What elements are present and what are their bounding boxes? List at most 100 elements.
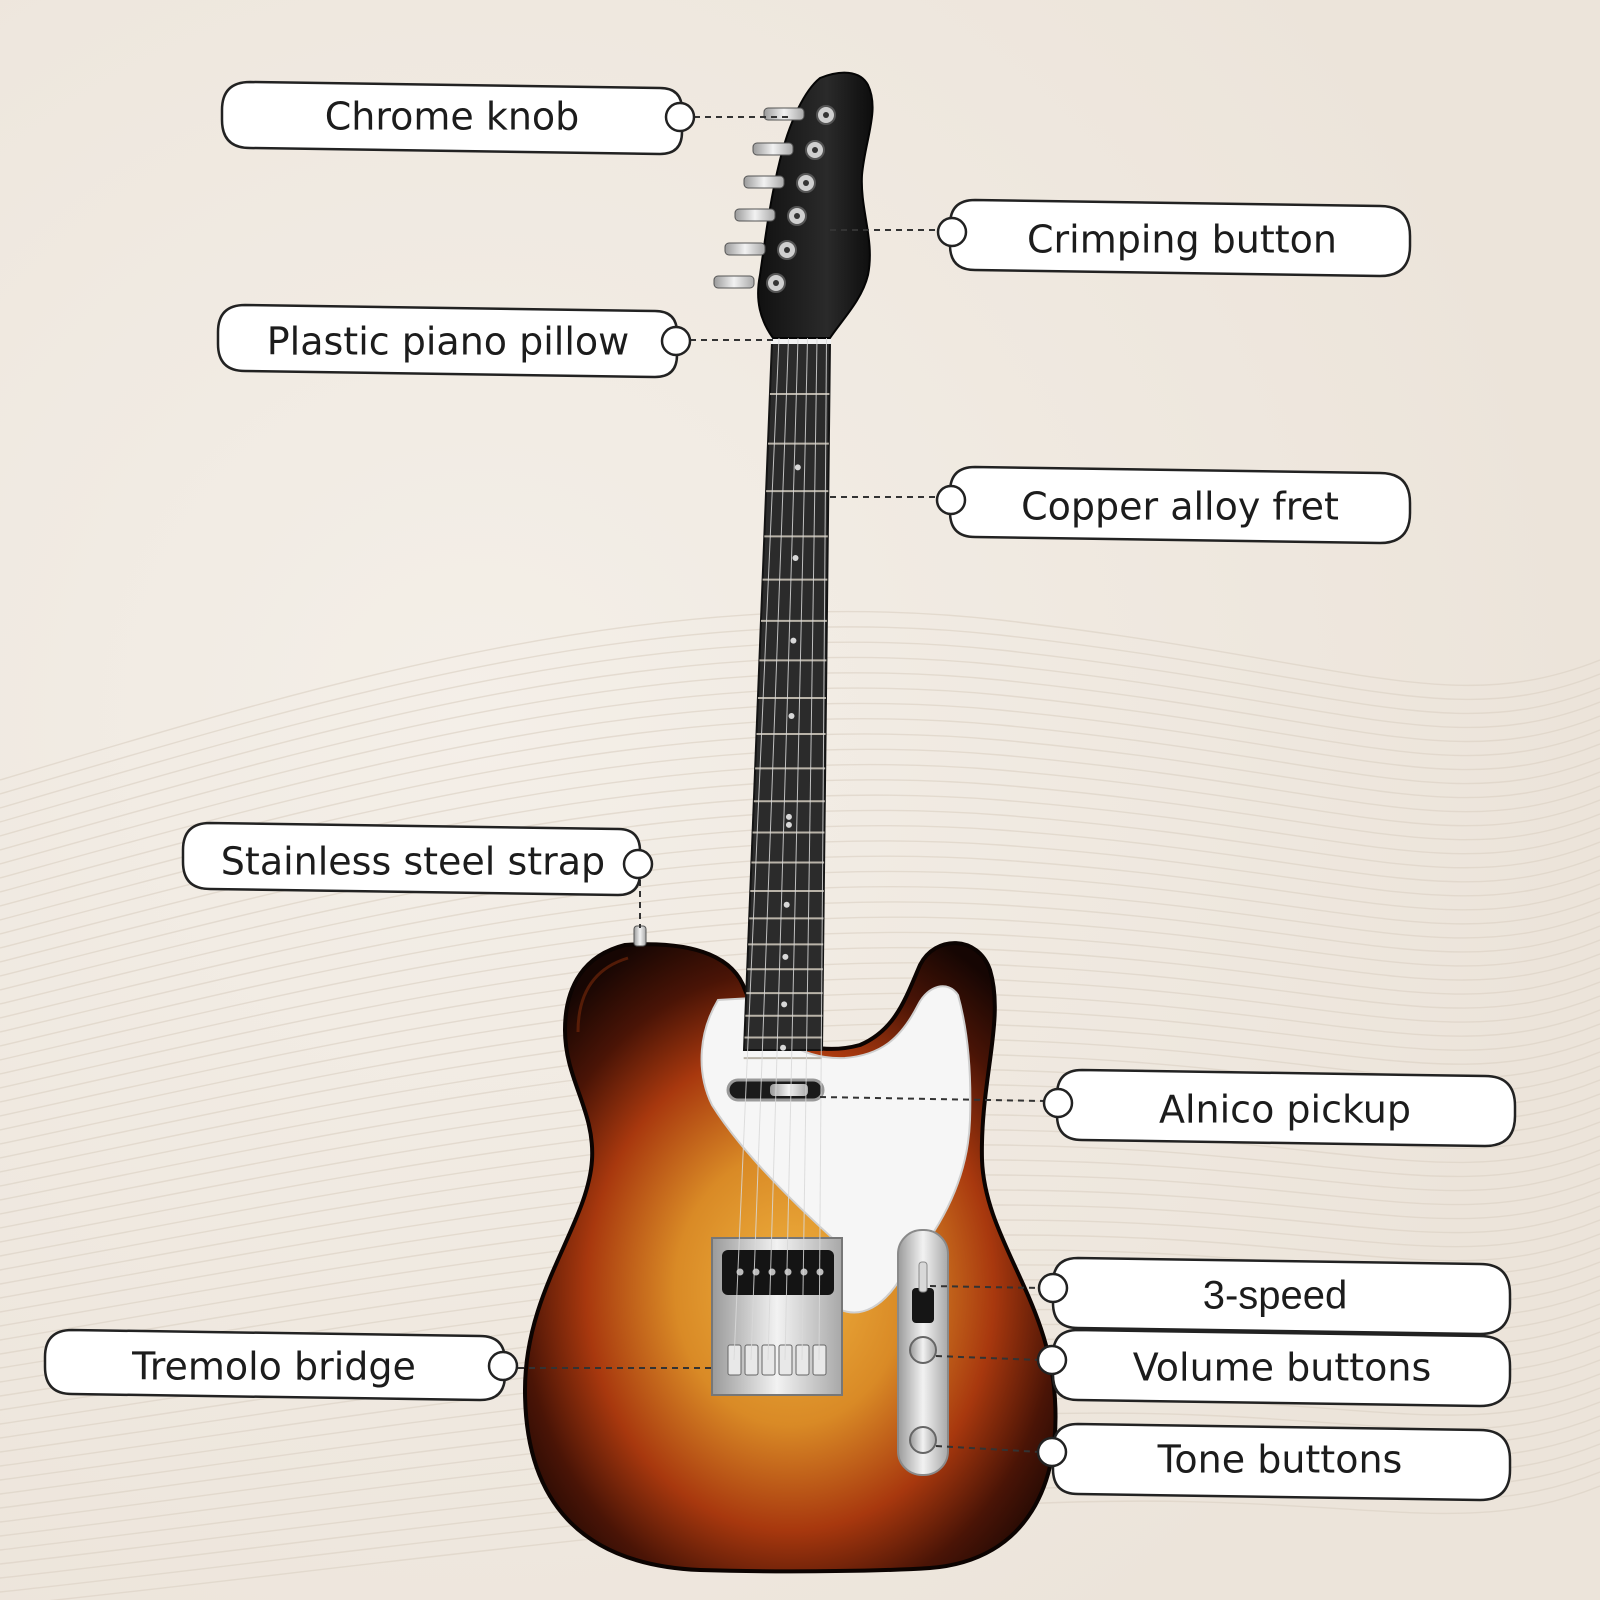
inlay-dot <box>783 901 790 908</box>
callout-label: Copper alloy fret <box>1021 485 1339 529</box>
callout-label: Alnico pickup <box>1159 1088 1411 1132</box>
bridge-pickup <box>722 1250 834 1295</box>
wave-line <box>0 901 1600 1047</box>
callout-label: Chrome knob <box>325 95 580 139</box>
connector-dot <box>660 325 692 357</box>
fret-inlays <box>780 464 801 1051</box>
inlay-dot <box>785 821 792 828</box>
inlay-dot <box>782 953 789 960</box>
label-box <box>948 465 1412 545</box>
callout-stainless-steel-strap: Stainless steel strap <box>181 821 654 928</box>
tuner-hole <box>784 247 790 253</box>
label-box <box>43 1328 507 1402</box>
headstock <box>757 71 874 339</box>
guitar <box>522 71 1058 1574</box>
tuner-key <box>763 107 805 121</box>
inlay-dot <box>790 637 797 644</box>
inlay-dot <box>780 1044 787 1051</box>
callout-label: 3-speed <box>1203 1274 1348 1318</box>
wave-line <box>0 672 1600 837</box>
callout-three-speed: 3-speed <box>929 1256 1512 1336</box>
inlay-dot <box>788 713 795 720</box>
connector-dot <box>487 1350 519 1382</box>
tuner-hole <box>803 180 809 186</box>
callout-label: Tone buttons <box>1157 1438 1403 1482</box>
label-box <box>181 821 642 897</box>
connector-dot <box>1036 1436 1068 1468</box>
connector-dot <box>936 216 968 248</box>
string <box>767 337 799 1361</box>
callout-chrome-knob: Chrome knob <box>220 80 790 156</box>
wave-line <box>0 610 1600 781</box>
pickup-pole <box>752 1268 760 1276</box>
wave-line <box>0 824 1600 977</box>
string <box>818 337 827 1361</box>
string <box>750 337 789 1361</box>
label-box <box>216 303 679 379</box>
callout-tone-buttons: Tone buttons <box>935 1422 1512 1502</box>
label-box <box>1055 1068 1517 1148</box>
body-binding <box>576 956 629 1033</box>
tuner-key <box>743 175 785 189</box>
callout-volume-buttons: Volume buttons <box>935 1328 1512 1408</box>
inlay-dot <box>792 555 799 562</box>
wave-line <box>0 931 1600 1075</box>
wave-line <box>0 718 1600 879</box>
label-box <box>948 198 1412 278</box>
callout-label: Stainless steel strap <box>221 840 605 884</box>
nut <box>771 336 831 344</box>
strap-button <box>633 925 647 947</box>
string <box>733 337 780 1361</box>
tuner-hole <box>823 112 829 118</box>
tone-knob <box>909 1426 937 1454</box>
wave-line <box>0 656 1600 823</box>
pickguard <box>700 985 972 1314</box>
wave-line <box>0 733 1600 893</box>
connector-dot <box>664 101 696 133</box>
wave-line <box>0 840 1600 991</box>
wave-line <box>0 702 1600 865</box>
tuner-key <box>724 242 766 256</box>
callout-label: Crimping button <box>1027 218 1337 262</box>
callout-tremolo-bridge: Tremolo bridge <box>43 1328 712 1402</box>
connector-dot <box>622 848 654 880</box>
wave-line <box>0 916 1600 1061</box>
callout-crimping-button: Crimping button <box>830 198 1412 278</box>
connector-dot <box>935 484 967 516</box>
strings <box>733 337 827 1361</box>
tuners <box>713 105 836 293</box>
wave-line <box>0 626 1600 795</box>
tuner-key <box>734 208 776 222</box>
inlay-dot <box>785 813 792 820</box>
pickup-pole <box>784 1268 792 1276</box>
wave-line <box>0 870 1600 1019</box>
tuner-hole <box>794 213 800 219</box>
string <box>801 337 818 1361</box>
wave-line <box>0 687 1600 851</box>
callout-plastic-piano-pillow: Plastic piano pillow <box>216 303 775 379</box>
wave-line <box>0 886 1600 1033</box>
selector-switch <box>912 1288 934 1323</box>
wave-line <box>0 809 1600 963</box>
pickup-pole <box>800 1268 808 1276</box>
callout-label: Plastic piano pillow <box>267 320 629 364</box>
connector-dot <box>1036 1344 1068 1376</box>
wave-line <box>0 855 1600 1005</box>
connector-dot <box>1037 1272 1069 1304</box>
label-box <box>220 80 684 156</box>
callout-alnico-pickup: Alnico pickup <box>819 1068 1517 1148</box>
tuner-key <box>713 275 755 289</box>
volume-knob <box>909 1336 937 1364</box>
string <box>784 337 808 1361</box>
callout-label: Tremolo bridge <box>131 1345 416 1389</box>
wave-line <box>0 641 1600 809</box>
inlay-dot <box>794 464 801 471</box>
tuner-key <box>752 142 794 156</box>
connector-dot <box>1042 1087 1074 1119</box>
inlay-dot <box>781 1001 788 1008</box>
callout-label: Volume buttons <box>1133 1346 1432 1390</box>
tuner-hole <box>812 147 818 153</box>
pickup-pole <box>768 1268 776 1276</box>
